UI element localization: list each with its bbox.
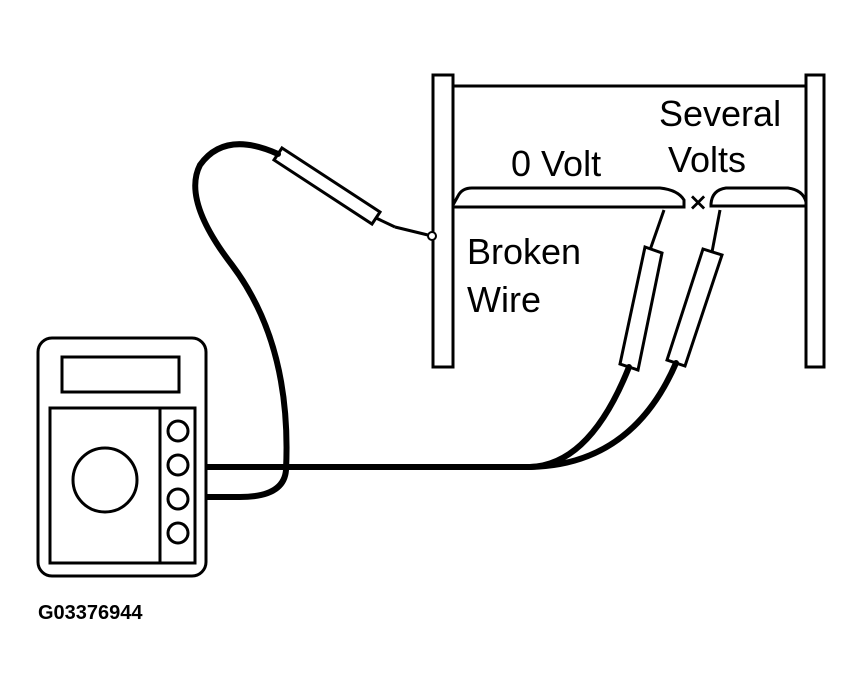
- zero-volt-label: 0 Volt: [511, 143, 602, 184]
- meter-jack-3: [166, 487, 190, 511]
- probe-right-wire: [665, 209, 724, 368]
- meter-dial: [71, 446, 139, 514]
- meter-jack-1: [166, 419, 190, 443]
- meter-display: [60, 355, 181, 394]
- meter-jack-4: [166, 521, 190, 545]
- break-mark: ×: [688, 188, 709, 216]
- probe-left-wire: [618, 209, 666, 372]
- lead-ground: [179, 141, 290, 500]
- wire-segment-left: [451, 186, 686, 209]
- frame-right-post: [804, 73, 826, 369]
- figure-code: G03376944: [38, 602, 143, 624]
- multimeter: [36, 336, 208, 578]
- test-leads: [179, 141, 679, 500]
- frame-left-post: [431, 73, 455, 369]
- several-volts-label-line1: Several: [659, 93, 782, 134]
- probe-ground: [271, 145, 437, 241]
- lead-probe-right: [527, 360, 679, 470]
- lead-probe-left: [527, 364, 632, 470]
- broken-wire-label-line2: Wire: [467, 279, 541, 320]
- several-volts-label-line2: Volts: [668, 139, 747, 180]
- broken-wire-label-line1: Broken: [467, 231, 582, 272]
- wire-segment-right: [709, 186, 808, 208]
- circuit-frame: [431, 73, 826, 369]
- meter-jack-2: [166, 453, 190, 477]
